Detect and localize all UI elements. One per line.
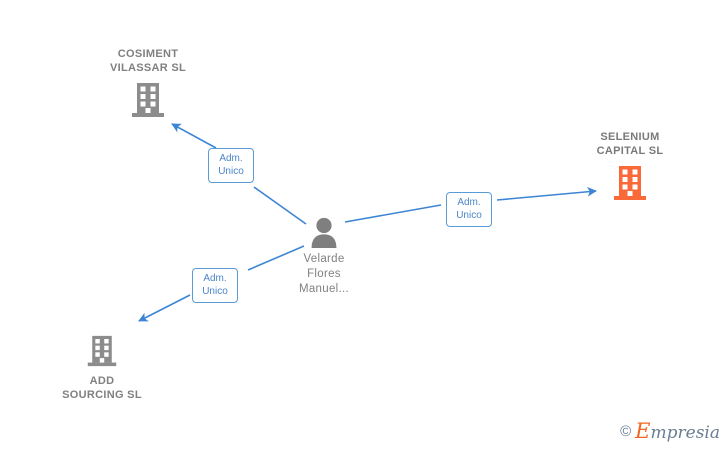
node-selenium-label: SELENIUM CAPITAL SL: [596, 131, 664, 157]
edge-label-add-sourcing[interactable]: Adm. Unico: [192, 268, 238, 303]
node-cosiment-icon-wrap: [84, 81, 212, 119]
edge-line-selenium: [344, 187, 597, 223]
node-selenium[interactable]: SELENIUM CAPITAL SL: [566, 130, 694, 202]
person-icon: [311, 217, 337, 248]
node-add-sourcing-label: ADD SOURCING SL: [62, 375, 142, 401]
empresia-logo: Empresia: [635, 421, 720, 442]
node-velarde-label: Velarde Flores Manuel...: [298, 253, 349, 295]
node-add-sourcing-icon-wrap: [38, 334, 166, 368]
node-add-sourcing[interactable]: ADD SOURCING SL: [38, 334, 166, 402]
empresia-watermark: © Empresia: [620, 421, 720, 442]
node-cosiment-label: COSIMENT VILASSAR SL: [109, 48, 187, 74]
building-icon: [132, 83, 164, 117]
empresia-logo-initial: E: [635, 419, 651, 443]
node-velarde[interactable]: Velarde Flores Manuel...: [261, 216, 387, 297]
edge-label-selenium[interactable]: Adm. Unico: [446, 192, 492, 227]
node-velarde-icon-wrap: [261, 216, 387, 248]
edge-line-add-sourcing: [138, 245, 305, 322]
node-cosiment[interactable]: COSIMENT VILASSAR SL: [84, 47, 212, 119]
empresia-logo-rest: mpresia: [650, 423, 721, 443]
building-icon: [614, 166, 646, 200]
node-selenium-icon-wrap: [566, 164, 694, 202]
edge-label-cosiment[interactable]: Adm. Unico: [208, 148, 254, 183]
building-icon: [87, 335, 117, 367]
copyright-icon: ©: [620, 423, 632, 440]
edge-line-cosiment: [171, 123, 307, 225]
